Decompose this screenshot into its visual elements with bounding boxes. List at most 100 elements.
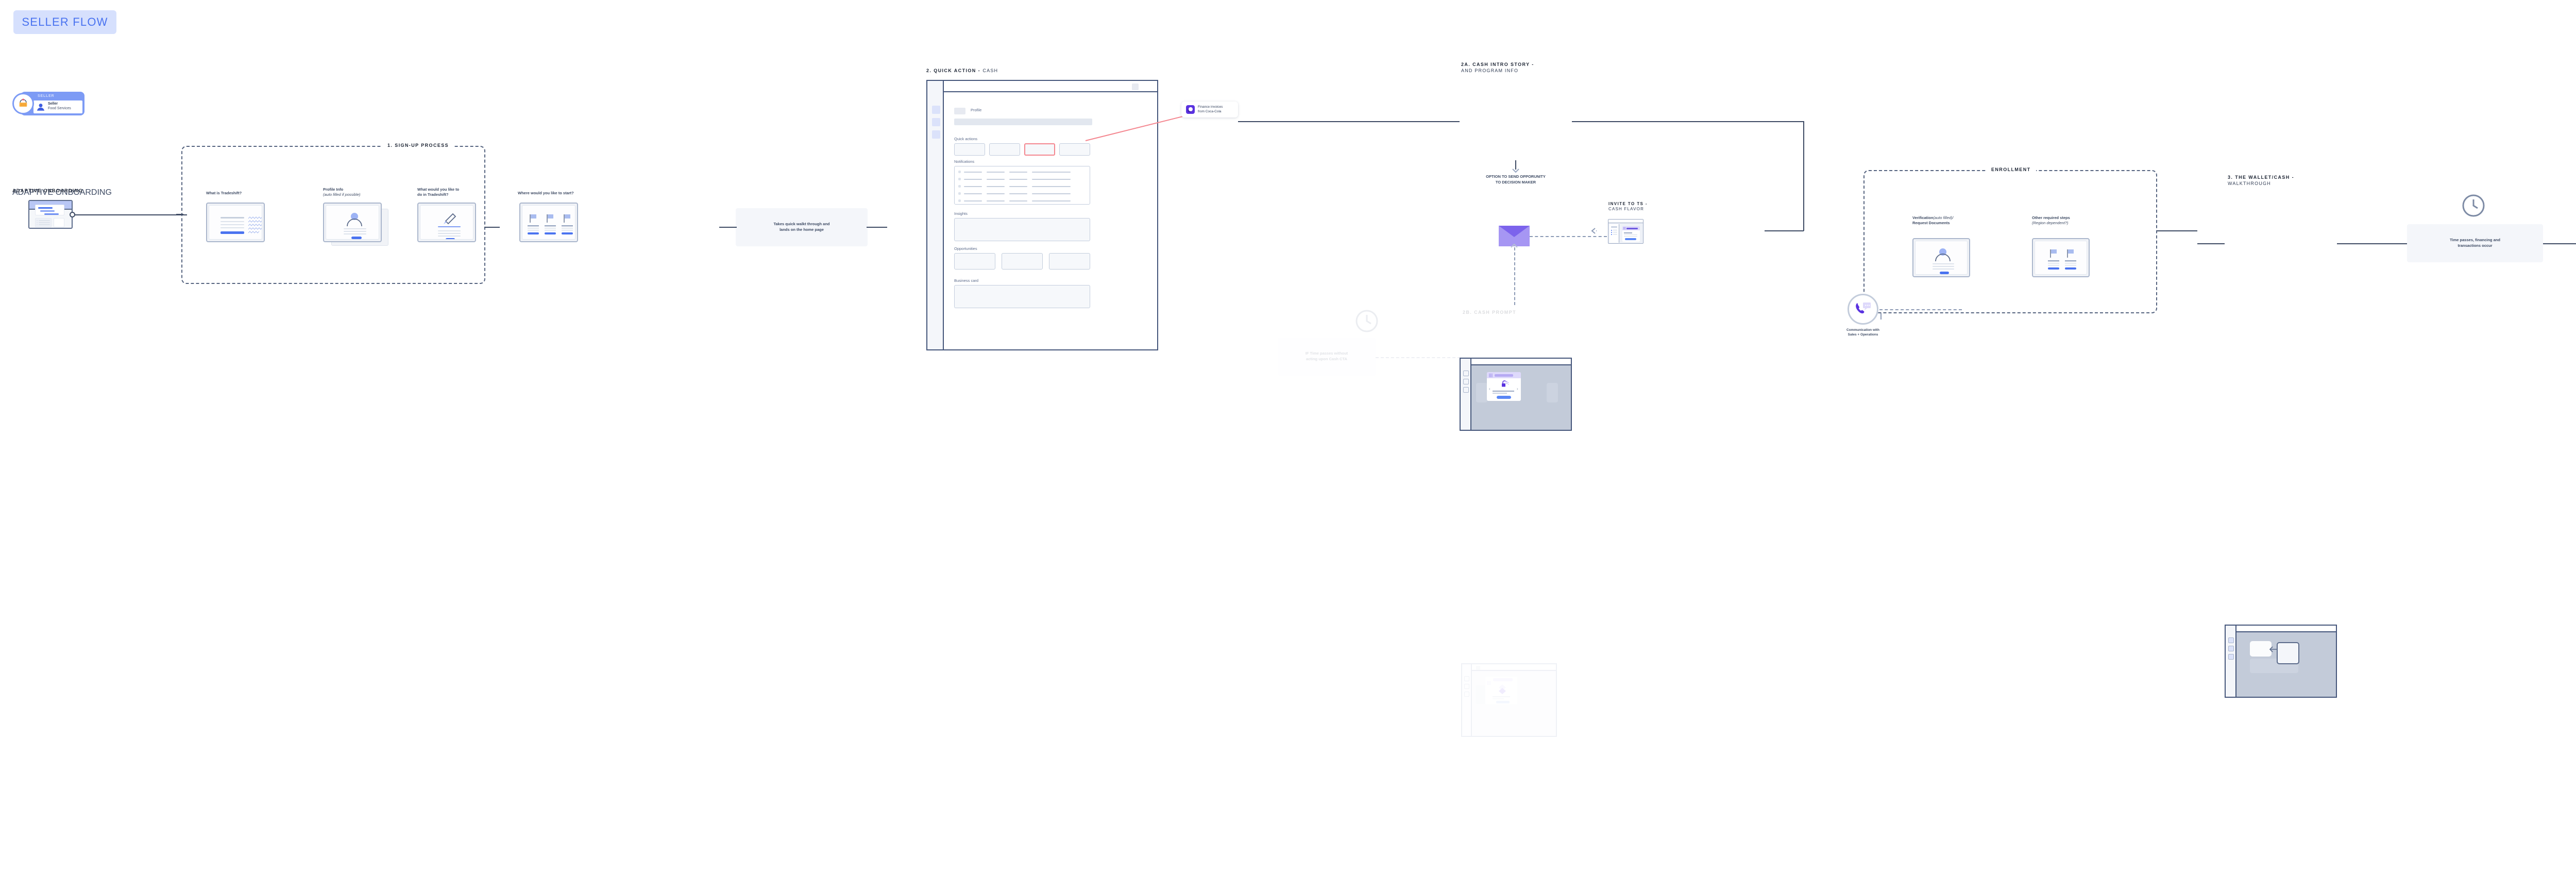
bar <box>987 179 1005 180</box>
sidebar-nav-item[interactable] <box>2228 646 2234 651</box>
bar <box>438 226 461 227</box>
enrollment-card-1-inner <box>1915 241 1968 275</box>
cash-prompt-screen[interactable] <box>1461 663 1557 737</box>
sidebar-nav-item[interactable] <box>932 130 940 139</box>
notifications-list[interactable] <box>954 166 1090 205</box>
connector-line <box>2157 230 2197 231</box>
bar <box>1933 268 1954 270</box>
invite-cta-button[interactable] <box>1625 238 1636 240</box>
invite-sidebar[interactable] <box>1609 224 1619 243</box>
quick-action-screen[interactable]: Profile Quick actions Notifcations Insig… <box>926 80 1158 350</box>
connector-line <box>1803 121 1804 231</box>
cash-intro-screen[interactable]: ‹ › <box>1460 358 1572 431</box>
opportunity-card-2[interactable] <box>1002 253 1043 270</box>
bar <box>958 178 961 180</box>
tooltip-finance-invoices[interactable]: Finance invoices from Coca-Cola <box>1181 102 1238 117</box>
sidebar-nav-item[interactable] <box>1463 379 1469 384</box>
bar <box>221 231 244 234</box>
signup-card-4[interactable] <box>519 203 578 242</box>
envelope-icon[interactable] <box>1499 226 1530 246</box>
sidebar-nav-item[interactable] <box>1464 676 1469 681</box>
sidebar-nav-item[interactable] <box>2228 654 2234 660</box>
cash-prompt-modal[interactable] <box>1485 676 1518 705</box>
modal-prev-arrow[interactable]: ‹ <box>1489 386 1490 391</box>
sidebar-nav-item[interactable] <box>932 106 940 114</box>
screen-sidebar[interactable] <box>927 81 944 349</box>
signup-card-2[interactable] <box>323 203 382 242</box>
bar <box>1624 232 1632 233</box>
quick-action-title: 2. QUICK ACTION - CASH <box>926 65 998 75</box>
signup-card-3[interactable] <box>417 203 476 242</box>
signup-card-1[interactable] <box>206 203 265 242</box>
modal-cta-button[interactable] <box>1496 701 1510 703</box>
bar <box>344 228 366 229</box>
enrollment-card-1[interactable] <box>1912 238 1970 277</box>
tooltip-finance-text: Finance invoices from Coca-Cola <box>1198 105 1223 114</box>
cash-intro-title-light: AND PROGRAM INFO <box>1461 68 1519 73</box>
bar <box>39 222 50 223</box>
modal-next-arrow[interactable]: › <box>1517 386 1518 391</box>
wallet-screen[interactable] <box>2225 625 2337 698</box>
invite-modal[interactable] <box>1622 226 1640 242</box>
signup-group-title: 1. SIGN-UP PROCESS <box>382 143 454 148</box>
profile-banner <box>954 119 1092 125</box>
screen-sidebar[interactable] <box>1462 664 1472 736</box>
quick-action-button-1[interactable] <box>954 143 985 156</box>
screen-sidebar[interactable] <box>2226 626 2236 697</box>
sidebar-nav-item[interactable] <box>1464 684 1469 689</box>
wallet-highlight-card[interactable] <box>2250 641 2272 657</box>
signup-card-2-label: Profile Info (auto filled if possible) <box>323 187 361 197</box>
wallet-tooltip-card[interactable] <box>2277 642 2299 664</box>
bar <box>446 238 455 239</box>
bar <box>221 221 244 222</box>
chevron-up-icon <box>1511 243 1518 248</box>
bar <box>1624 234 1637 236</box>
quick-action-button-4[interactable] <box>1059 143 1090 156</box>
notifications-label: Notifcations <box>954 159 975 164</box>
sidebar-nav-item[interactable] <box>1463 387 1469 393</box>
opportunities-label: Opportunities <box>954 246 977 251</box>
avatar <box>37 104 45 111</box>
bar <box>1032 179 1071 180</box>
bar <box>37 224 38 225</box>
bar <box>1493 698 1504 699</box>
cash-prompt-note-line2: acting upon Cash CTA <box>1306 357 1347 361</box>
insights-panel[interactable] <box>954 218 1090 241</box>
signup-group <box>181 146 485 284</box>
sidebar-nav-item[interactable] <box>932 118 940 126</box>
adaptive-onboarding-title: ADAPTIVE ONBOARDING <box>12 188 112 197</box>
sidebar-nav-item[interactable] <box>2228 637 2234 643</box>
phone-chat-icon <box>1856 302 1871 314</box>
grid-dots-icon <box>1623 227 1625 229</box>
screen-sidebar[interactable] <box>1461 359 1471 430</box>
sidebar-nav-item[interactable] <box>1464 692 1469 697</box>
person-icon <box>347 213 362 227</box>
transition-1-line2: lands on the home page <box>779 227 824 232</box>
cash-prompt-note-line1: IF Time passes without <box>1305 351 1348 356</box>
quick-action-button-2[interactable] <box>989 143 1020 156</box>
enrollment-group-title: ENROLLMENT <box>1986 167 2036 172</box>
opportunity-card-1[interactable] <box>954 253 995 270</box>
topbar-avatar[interactable] <box>1132 83 1139 90</box>
sidebar-nav-item[interactable] <box>1463 371 1469 376</box>
business-card-panel[interactable] <box>954 285 1090 308</box>
cash-prompt-note: IF Time passes without acting upon Cash … <box>1278 338 1376 376</box>
opportunity-card-3[interactable] <box>1049 253 1090 270</box>
cash-intro-modal[interactable]: ‹ › <box>1487 372 1521 401</box>
page-title: SELLER FLOW <box>13 10 116 34</box>
quick-action-button-3-highlighted[interactable] <box>1024 143 1055 156</box>
bar <box>964 172 982 173</box>
bar <box>37 220 38 221</box>
wallet-title-light: WALKTHROUGH <box>2228 181 2271 186</box>
bar <box>1613 233 1617 234</box>
connector-line <box>75 214 187 215</box>
enrollment-card-1-title2: Request Documents <box>1912 221 1950 226</box>
modal-cta-button[interactable] <box>1497 396 1511 399</box>
signup-card-1-label: What is Tradeshift? <box>206 191 242 195</box>
enrollment-card-2[interactable] <box>2032 238 2090 277</box>
bar <box>958 199 961 202</box>
bar <box>1493 678 1513 681</box>
communication-label: Communication with Sales + Operations <box>1832 328 1894 337</box>
invite-screen[interactable] <box>1608 219 1643 244</box>
bar <box>351 237 362 239</box>
